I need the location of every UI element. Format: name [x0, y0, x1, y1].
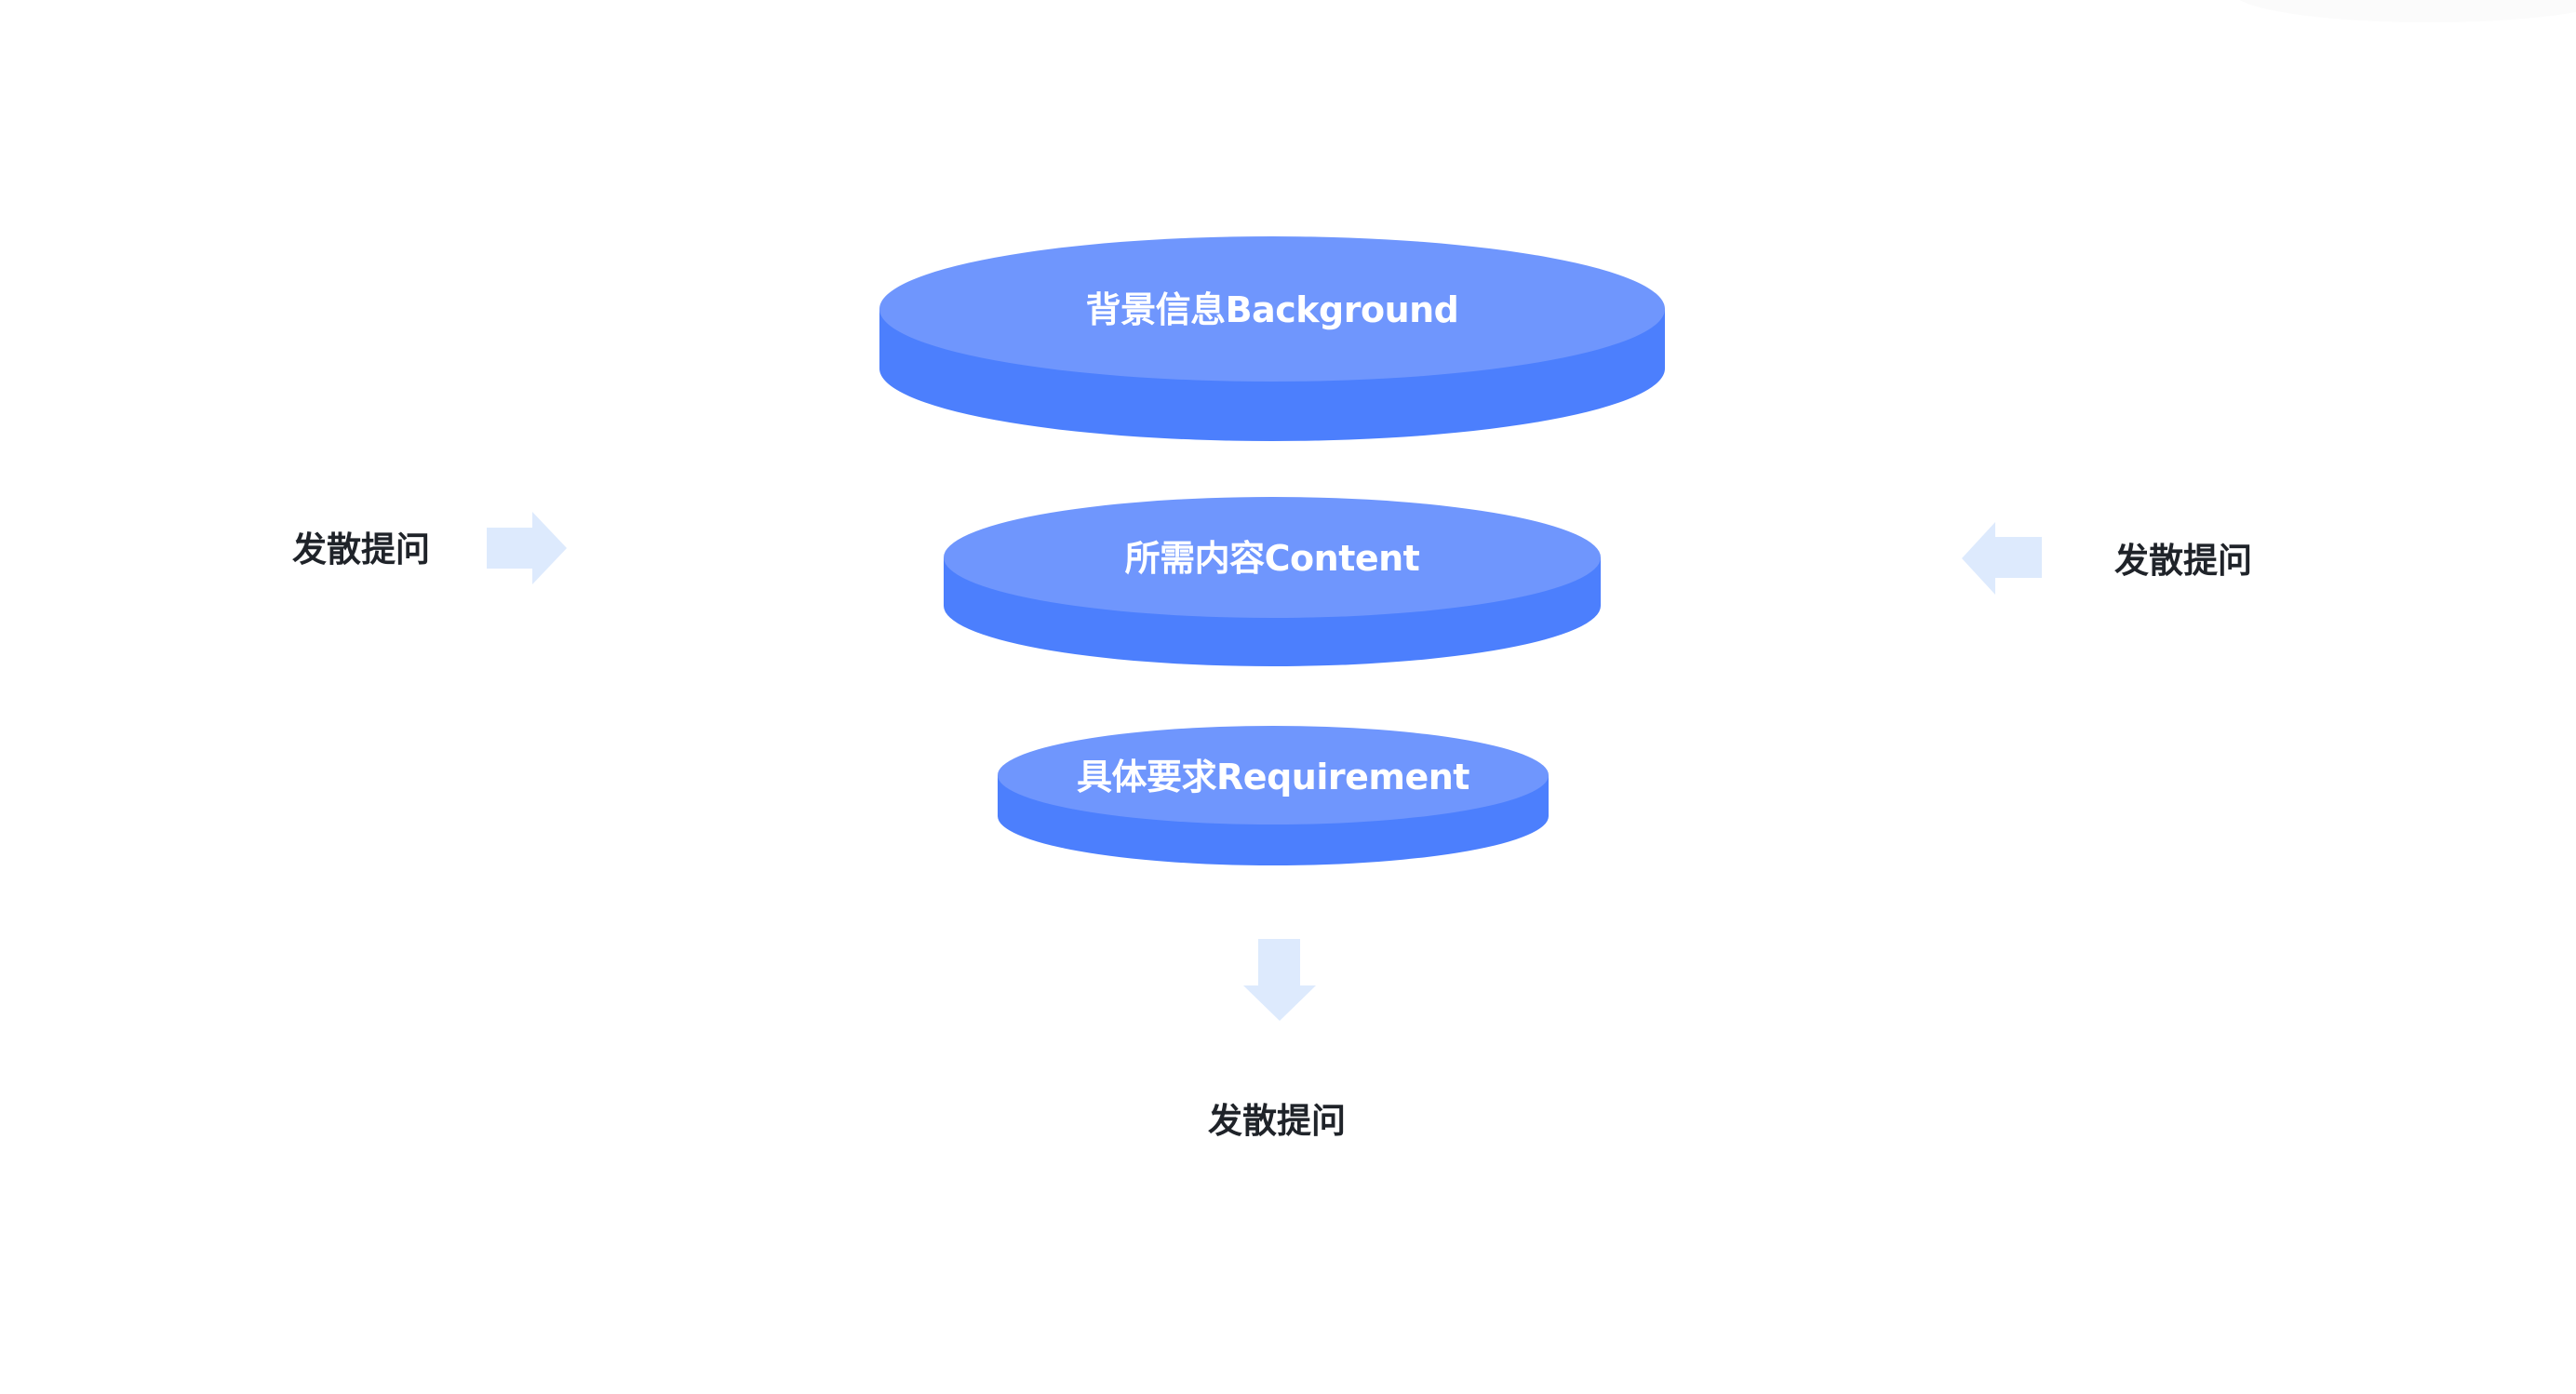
layer-label-requirement: 具体要求Requirement [1077, 757, 1469, 798]
funnel-layer-content [944, 497, 1601, 666]
funnel-layer-requirement [998, 726, 1549, 865]
funnel-layer-background [879, 236, 1665, 441]
left-input-label: 发散提问 [292, 529, 430, 570]
layer-label-content: 所需内容Content [1124, 538, 1420, 579]
arrow-down-icon [1243, 939, 1316, 1021]
arrow-left-icon [1962, 522, 2042, 595]
layer-label-background: 背景信息Background [1085, 289, 1459, 330]
arrow-right-icon [487, 512, 567, 584]
right-input-label: 发散提问 [2114, 541, 2252, 581]
bottom-output-label: 发散提问 [1208, 1101, 1346, 1141]
